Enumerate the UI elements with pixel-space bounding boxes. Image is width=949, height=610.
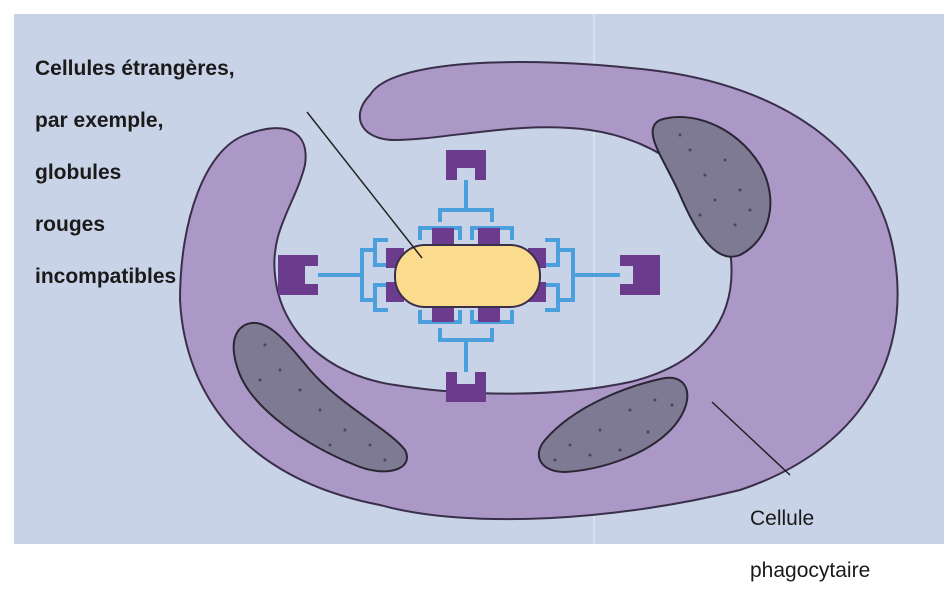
label-phagocyte-line-2: phagocytaire bbox=[750, 559, 871, 582]
nucleus-bottom-right bbox=[538, 376, 689, 474]
fc-receptors bbox=[278, 150, 660, 402]
receptor-bottom bbox=[446, 372, 486, 402]
leader-line-phagocyte bbox=[711, 401, 791, 476]
label-foreign-cells: Cellules étrangères, par exemple, globul… bbox=[35, 30, 235, 316]
label-foreign-line-1: Cellules étrangères, bbox=[35, 57, 235, 80]
nucleus-texture bbox=[258, 133, 752, 462]
receptor-right bbox=[620, 255, 660, 295]
label-foreign-line-3: globules bbox=[35, 161, 122, 184]
foreign-red-cell bbox=[394, 244, 541, 308]
label-foreign-line-4: rouges bbox=[35, 213, 106, 236]
leader-line-foreign bbox=[306, 111, 423, 259]
label-phagocyte-line-1: Cellule bbox=[750, 507, 815, 530]
nucleus-bottom-left bbox=[232, 321, 408, 473]
label-foreign-line-2: par exemple, bbox=[35, 109, 164, 132]
diagram-stage: Cellules étrangères, par exemple, globul… bbox=[14, 14, 944, 582]
receptor-left bbox=[278, 255, 318, 295]
label-phagocyte: Cellule phagocytaire bbox=[750, 480, 870, 610]
label-foreign-line-5: incompatibles bbox=[35, 265, 177, 288]
antibody-complex bbox=[318, 180, 620, 372]
nucleus-right bbox=[651, 116, 772, 258]
phagocytosis-diagram bbox=[14, 14, 944, 544]
receptor-top bbox=[446, 150, 486, 180]
